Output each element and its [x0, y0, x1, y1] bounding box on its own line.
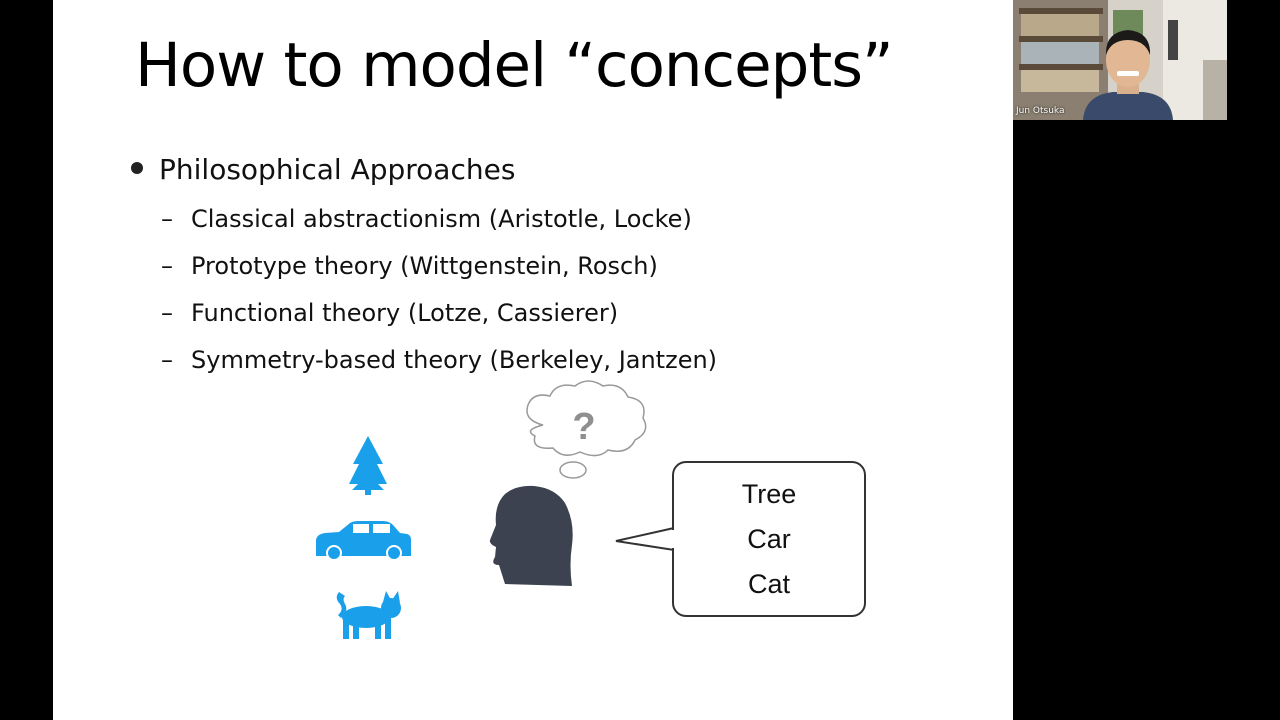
subitem: –Classical abstractionism (Aristotle, Lo…: [161, 205, 692, 233]
answer-word: Car: [747, 523, 791, 554]
subitem-text: Functional theory (Lotze, Cassierer): [191, 299, 619, 327]
thought-symbol: ?: [572, 406, 595, 448]
dash-marker: –: [161, 252, 173, 280]
slide: How to model “concepts” Philosophical Ap…: [53, 0, 1013, 720]
tree-icon: [349, 436, 387, 495]
speech-bubble-icon: Tree Car Cat: [672, 461, 866, 617]
subitem-text: Prototype theory (Wittgenstein, Rosch): [191, 252, 658, 280]
bullet-text: Philosophical Approaches: [159, 153, 516, 186]
thought-bubble-icon: [526, 380, 647, 554]
dash-marker: –: [161, 299, 173, 327]
speech-bubble-tail: [615, 526, 675, 552]
bullet-dot: [131, 162, 143, 174]
subitem: –Prototype theory (Wittgenstein, Rosch): [161, 252, 658, 280]
subitem-text: Symmetry-based theory (Berkeley, Jantzen…: [191, 346, 718, 374]
subitem-text: Classical abstractionism (Aristotle, Loc…: [191, 205, 692, 233]
participant-video: [1013, 0, 1227, 120]
car-icon: [316, 521, 411, 561]
bullet-item: Philosophical Approaches: [131, 153, 515, 186]
participant-video-thumbnail[interactable]: Jun Otsuka: [1013, 0, 1227, 120]
subitem: –Functional theory (Lotze, Cassierer): [161, 299, 618, 327]
answer-word: Tree: [741, 478, 797, 509]
cat-icon: [336, 591, 401, 639]
illustration: ?: [316, 380, 675, 639]
dash-marker: –: [161, 205, 173, 233]
dash-marker: –: [161, 346, 173, 374]
participant-name: Jun Otsuka: [1016, 106, 1065, 116]
subitem: –Symmetry-based theory (Berkeley, Jantze…: [161, 346, 717, 374]
head-icon: [489, 485, 573, 586]
slide-title: How to model “concepts”: [135, 30, 894, 101]
answer-word: Cat: [747, 568, 791, 599]
